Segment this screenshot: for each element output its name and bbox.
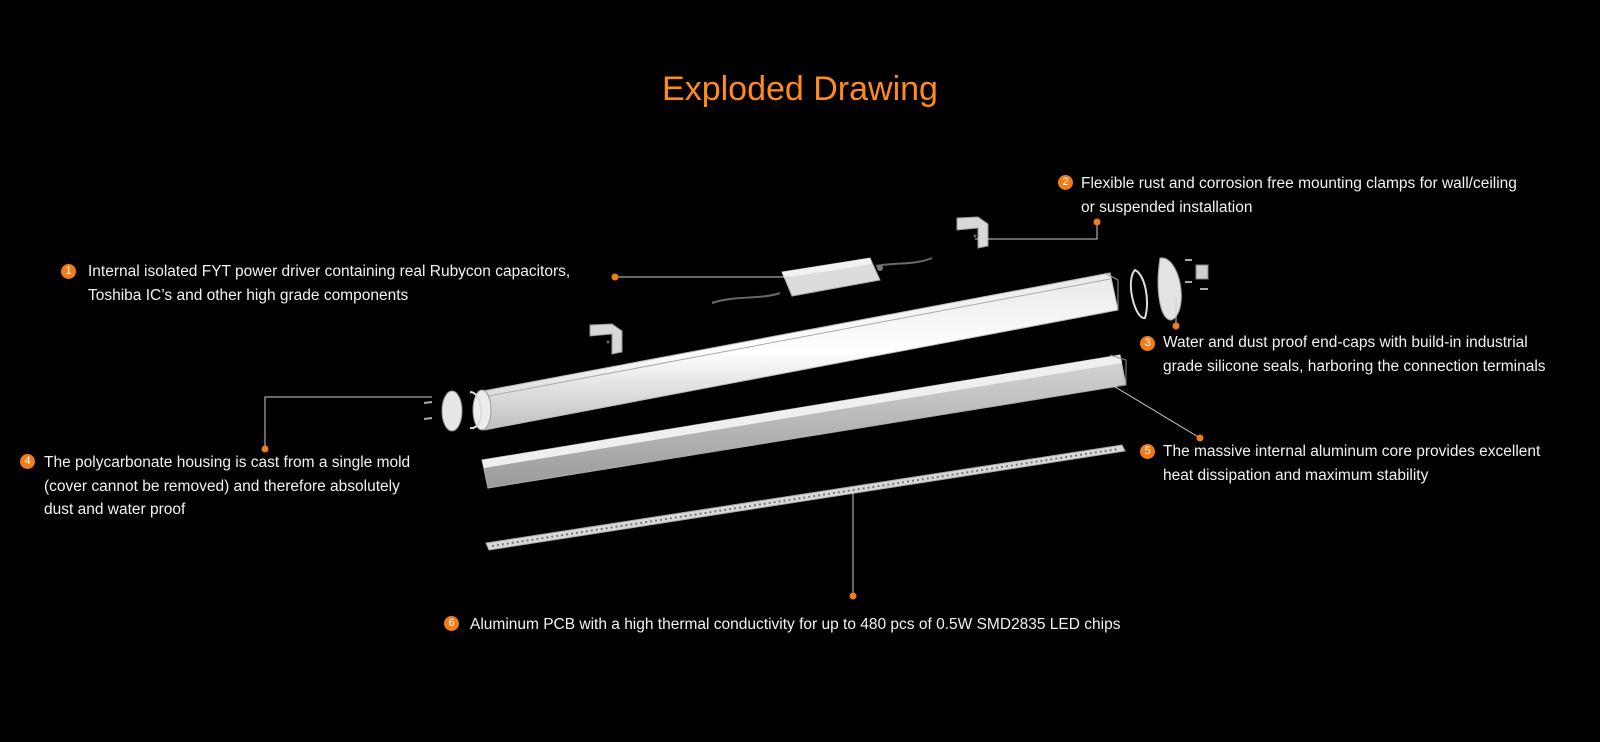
mounting-clamp xyxy=(589,323,623,355)
callout-6-line-1: Aluminum PCB with a high thermal conduct… xyxy=(470,616,1121,633)
leader-line-2 xyxy=(975,222,1098,240)
callout-5-line-2: heat dissipation and maximum stability xyxy=(1163,466,1429,484)
leader-line-4 xyxy=(264,396,432,449)
power-driver xyxy=(711,257,933,304)
leader-line-5 xyxy=(1111,384,1201,439)
aluminum-core xyxy=(481,354,1127,489)
leader-dot-5 xyxy=(1196,434,1204,442)
callout-2: Flexible rust and corrosion free mountin… xyxy=(1081,172,1517,219)
led-pcb xyxy=(485,444,1126,551)
end-cap-right xyxy=(1129,257,1209,321)
callout-3-line-2: grade silicone seals, harboring the conn… xyxy=(1163,357,1546,375)
leader-dots xyxy=(261,218,1204,600)
leader-dot-6 xyxy=(849,592,857,600)
leader-dot-4 xyxy=(261,445,269,453)
callout-4-line-3: dust and water proof xyxy=(44,501,186,518)
callout-4-line-2: (cover cannot be removed) and therefore … xyxy=(44,477,400,495)
callout-5: The massive internal aluminum core provi… xyxy=(1163,440,1540,487)
callout-4: The polycarbonate housing is cast from a… xyxy=(44,451,410,522)
callout-2-line-1: Flexible rust and corrosion free mountin… xyxy=(1081,175,1517,192)
callout-1-line-2: Toshiba IC’s and other high grade compon… xyxy=(88,286,409,304)
callout-3-line-1: Water and dust proof end-caps with build… xyxy=(1163,334,1528,351)
callout-number-4: 4 xyxy=(20,454,35,469)
leader-lines xyxy=(264,222,1201,596)
callout-4-line-1: The polycarbonate housing is cast from a… xyxy=(44,454,411,471)
callout-number-3: 3 xyxy=(1140,336,1155,351)
callout-2-line-2: or suspended installation xyxy=(1081,198,1253,216)
leader-dot-3 xyxy=(1172,322,1180,330)
callout-3: Water and dust proof end-caps with build… xyxy=(1163,331,1546,378)
callout-number-2: 2 xyxy=(1058,175,1073,190)
callout-number-5: 5 xyxy=(1140,444,1155,459)
end-cap-left xyxy=(423,390,483,432)
callout-number-1: 1 xyxy=(61,264,76,279)
leader-dot-1 xyxy=(611,273,619,281)
page-title: Exploded Drawing xyxy=(662,70,938,108)
leader-dot-2 xyxy=(1093,218,1101,226)
callout-1-line-1: Internal isolated FYT power driver conta… xyxy=(88,263,571,280)
mounting-clamp xyxy=(956,216,989,249)
callout-number-6: 6 xyxy=(444,616,459,631)
callout-5-line-1: The massive internal aluminum core provi… xyxy=(1163,443,1541,460)
callout-6: Aluminum PCB with a high thermal conduct… xyxy=(470,613,1120,637)
callout-1: Internal isolated FYT power driver conta… xyxy=(88,260,570,307)
